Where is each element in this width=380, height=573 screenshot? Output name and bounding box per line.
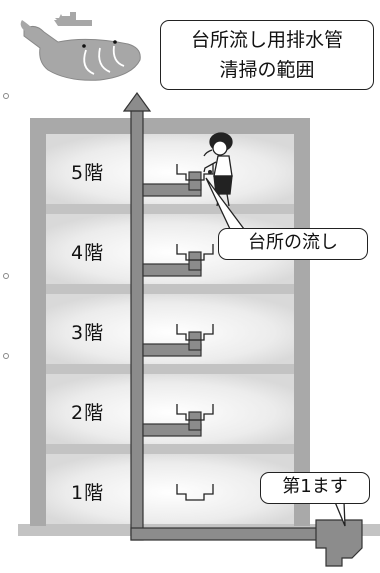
slab-5f-4f: [46, 204, 294, 214]
kitchen-sink-callout: 台所の流し: [218, 228, 368, 260]
drop-2f: [188, 411, 202, 431]
margin-dots: [3, 93, 9, 359]
floor-label-1f: 1階: [71, 482, 105, 504]
first-basin-pointer: [334, 501, 346, 527]
branch-1f-to-basin: [130, 527, 320, 541]
first-basin: [315, 519, 363, 567]
title-line1: 台所流し用排水管: [190, 29, 343, 51]
floor-label-5f: 5階: [71, 162, 105, 184]
room-1f: [46, 454, 294, 524]
drop-5f: [188, 171, 202, 191]
floor-slabs: [46, 204, 294, 454]
slab-4f-3f: [46, 284, 294, 294]
sinks: [176, 164, 214, 501]
vertical-stack: [130, 109, 144, 541]
sink-2f: [176, 404, 214, 421]
person-icon: [203, 132, 233, 207]
floor-label-2f: 2階: [71, 402, 105, 424]
building-wall-top: [30, 118, 310, 134]
drop-4f: [188, 251, 202, 271]
building-wall-left: [30, 118, 46, 526]
floor-label-3f: 3階: [71, 322, 105, 344]
floor-label-4f: 4階: [71, 242, 105, 264]
kitchen-sink-pointer: [205, 177, 245, 230]
callout-pointers: [205, 177, 346, 527]
vent-arrow: [122, 91, 152, 112]
sink-4f: [176, 244, 214, 261]
first-basin-callout: 第1ます: [260, 472, 370, 504]
drain-pipe: [122, 91, 363, 567]
slab-3f-2f: [46, 364, 294, 374]
sink-1f: [176, 484, 214, 501]
title-callout: 台所流し用排水管 清掃の範囲: [160, 20, 374, 90]
slab-2f-1f: [46, 444, 294, 454]
building-wall-right: [294, 118, 310, 526]
sink-3f: [176, 324, 214, 341]
whale-icon: [20, 12, 141, 81]
title-line2: 清掃の範囲: [219, 59, 315, 81]
drop-3f: [188, 331, 202, 351]
sink-5f: [176, 164, 214, 181]
